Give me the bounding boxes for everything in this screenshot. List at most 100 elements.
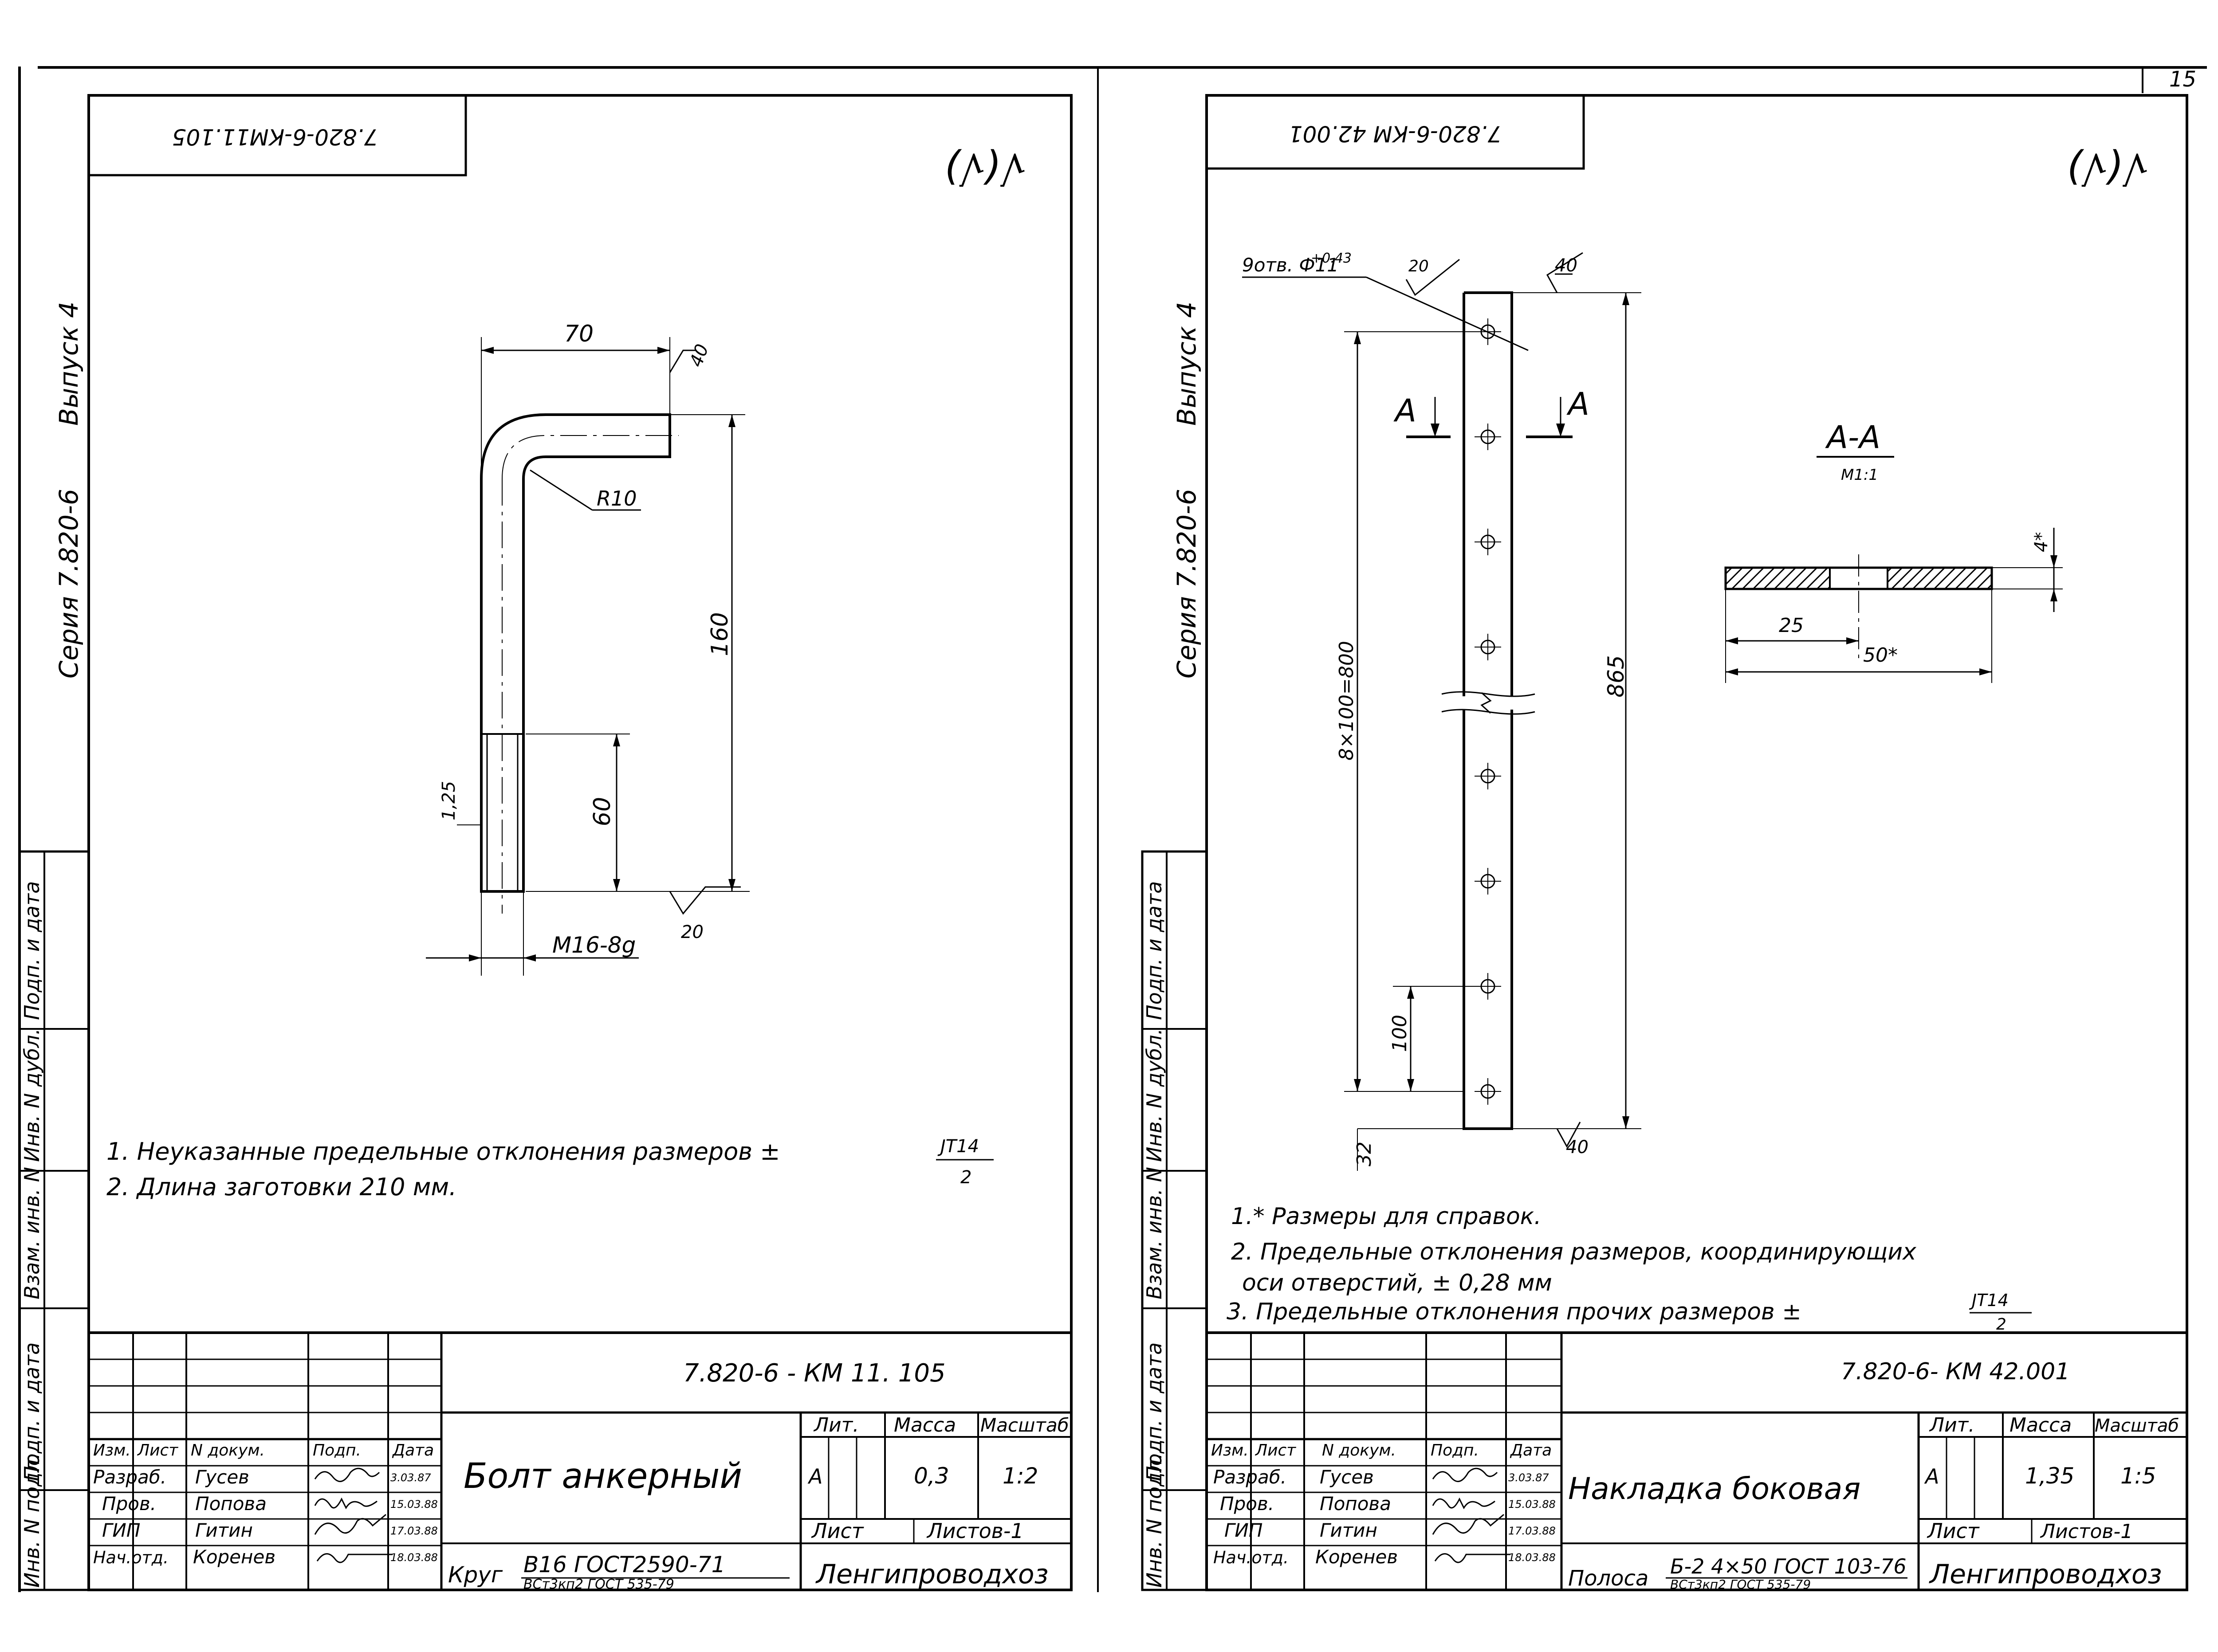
dim-865: 865 xyxy=(1603,655,1629,697)
right-code-stamp-box xyxy=(1205,94,1585,170)
left-tb-name-1: Гусев xyxy=(195,1466,249,1488)
right-margin-strip: Подп. и дата Инв. N дубл. Взам. инв. N П… xyxy=(1141,850,1208,1591)
left-tb-head-izm: Изм. xyxy=(93,1441,131,1460)
left-tb-date-4: 18.03.88 xyxy=(390,1551,438,1564)
right-margin-label-5: Инв. N подл. xyxy=(1142,1453,1166,1588)
left-margin-label-5: Инв. N подл. xyxy=(20,1453,44,1588)
right-tb-head-izm: Изм. xyxy=(1211,1441,1249,1460)
left-side-series: Серия 7.820-6 xyxy=(54,489,84,679)
right-tb-material-top: Б-2 4×50 ГОСТ 103-76 xyxy=(1670,1554,1907,1578)
right-tb-name-3: Гитин xyxy=(1320,1519,1377,1541)
right-side-series: Серия 7.820-6 xyxy=(1172,489,1202,679)
section-mark-right: А xyxy=(1566,386,1589,422)
right-title-block: Изм. Лист N докум. Подп. Дата Разраб. Гу… xyxy=(1205,1331,2188,1592)
left-tb-date-1: 3.03.87 xyxy=(390,1471,431,1484)
left-margin-strip: Подп. и дата Инв. N дубл. Взам. инв. N П… xyxy=(18,850,90,1591)
right-tb-material-prefix: Полоса xyxy=(1568,1566,1648,1591)
right-tb-role-4: Нач.отд. xyxy=(1213,1548,1289,1567)
right-tb-scale-header: Масштаб xyxy=(2095,1416,2179,1436)
right-tb-mass-header: Масса xyxy=(2010,1414,2072,1436)
right-tb-lit-value: А xyxy=(1924,1464,1939,1488)
right-signature-3 xyxy=(1432,1514,1504,1535)
left-tb-role-1: Разраб. xyxy=(93,1466,166,1488)
rough-40-top: 40 xyxy=(1555,255,1577,276)
left-tb-sheets: Листов-1 xyxy=(926,1519,1024,1543)
dim-8x100: 8×100=800 xyxy=(1335,641,1358,761)
dim-50: 50* xyxy=(1863,644,1898,667)
left-margin-label-3: Взам. инв. N xyxy=(20,1167,44,1299)
dim-32: 32 xyxy=(1353,1142,1376,1166)
left-tb-head-date: Дата xyxy=(392,1441,434,1460)
left-signature-4 xyxy=(316,1553,393,1563)
left-tb-head-doc: N докум. xyxy=(191,1441,265,1460)
right-tb-material-bottom: ВСт3кп2 ГОСТ 535-79 xyxy=(1670,1577,1811,1592)
right-tb-title: Накладка боковая xyxy=(1568,1471,1860,1507)
right-tb-head-list: Лист xyxy=(1255,1441,1296,1460)
right-note-3: 3. Предельные отклонения прочих размеров… xyxy=(1227,1299,1801,1325)
rough-20-right: 20 xyxy=(1408,257,1429,275)
right-tb-date-3: 17.03.88 xyxy=(1508,1525,1556,1537)
left-note-1-num: JT14 xyxy=(937,1136,979,1157)
left-tb-sheet: Лист xyxy=(811,1519,864,1543)
right-signature-1 xyxy=(1432,1468,1498,1482)
right-signature-4 xyxy=(1434,1553,1510,1563)
right-signature-2 xyxy=(1432,1497,1495,1510)
rough-20-left: 20 xyxy=(681,922,704,942)
left-tb-head-sign: Подп. xyxy=(313,1441,361,1460)
left-tb-title: Болт анкерный xyxy=(464,1456,742,1496)
rough-40-left: 40 xyxy=(686,341,713,370)
right-tb-head-sign: Подп. xyxy=(1431,1441,1479,1460)
right-tb-date-2: 15.03.88 xyxy=(1508,1498,1556,1511)
section-a-a: А-А М1:1 25 50* 4* xyxy=(1724,419,2063,683)
section-mark-left: А xyxy=(1393,392,1416,429)
right-tb-mass: 1,35 xyxy=(2025,1463,2074,1489)
right-note-3-num: JT14 xyxy=(1969,1291,2009,1310)
right-tb-org: Ленгипроводхоз xyxy=(1929,1559,2162,1590)
left-tb-code: 7.820-6 - КМ 11. 105 xyxy=(683,1359,946,1388)
right-tb-role-1: Разраб. xyxy=(1213,1466,1286,1488)
right-tb-date-4: 18.03.88 xyxy=(1508,1551,1556,1564)
left-tb-lit-value: А xyxy=(807,1464,822,1488)
dim-100: 100 xyxy=(1388,1015,1411,1052)
right-margin-label-2: Инв. N дубл. xyxy=(1142,1028,1166,1162)
right-tb-role-3: ГИП xyxy=(1224,1519,1262,1541)
left-title-block: Изм. Лист N докум. Подп. Дата Разраб. Гу… xyxy=(87,1331,1073,1592)
rough-40-bottom: 40 xyxy=(1566,1137,1589,1158)
left-tb-material-prefix: Круг xyxy=(448,1562,503,1588)
right-sheet: 7.820-6-КМ 42.001 √(√) Серия 7.820-6 Вып… xyxy=(1141,94,2188,1592)
left-margin-label-1: Подп. и дата xyxy=(20,881,44,1020)
right-margin-label-4: Подп. и дата xyxy=(1142,1342,1166,1481)
dim-70: 70 xyxy=(564,321,594,347)
left-signature-2 xyxy=(314,1497,378,1510)
left-notes: 1. Неуказанные предельные отклонения раз… xyxy=(106,1136,994,1201)
left-note-2: 2. Длина заготовки 210 мм. xyxy=(106,1173,456,1201)
right-tb-name-2: Попова xyxy=(1320,1493,1391,1515)
left-code-stamp-box xyxy=(87,94,467,177)
left-side-issue: Выпуск 4 xyxy=(54,302,84,426)
left-tb-name-2: Попова xyxy=(195,1493,267,1515)
left-note-1: 1. Неуказанные предельные отклонения раз… xyxy=(106,1138,780,1165)
section-scale: М1:1 xyxy=(1841,466,1878,484)
right-tb-name-4: Коренев xyxy=(1315,1546,1398,1568)
left-tb-name-4: Коренев xyxy=(193,1546,275,1568)
right-code-stamp: 7.820-6-КМ 42.001 xyxy=(1289,121,1502,147)
right-tb-scale: 1:5 xyxy=(2120,1463,2156,1489)
left-margin-label-2: Инв. N дубл. xyxy=(20,1028,44,1162)
dim-1-25: 1,25 xyxy=(439,781,459,820)
right-tb-code: 7.820-6- КМ 42.001 xyxy=(1841,1358,2070,1385)
left-tb-role-3: ГИП xyxy=(102,1519,140,1541)
left-tb-material-top: B16 ГОСТ2590-71 xyxy=(523,1552,725,1577)
left-tb-head-list: Лист xyxy=(137,1441,178,1460)
left-roughness: √(√) xyxy=(944,145,1026,191)
dim-4: 4* xyxy=(2031,532,2052,552)
anchor-bolt-drawing: 70 40 160 60 R10 1,25 xyxy=(426,321,750,976)
side-plate-drawing: 9отв. Ф11 +0.43 20 40 8×100=800 100 32 xyxy=(1242,251,1641,1171)
left-tb-material-bottom: ВСт3кп2 ГОСТ 535-79 xyxy=(523,1577,674,1592)
section-title: А-А xyxy=(1825,419,1880,455)
right-tb-sheets: Листов-1 xyxy=(2040,1520,2133,1543)
right-tb-date-1: 3.03.87 xyxy=(1508,1471,1549,1484)
right-margin-label-3: Взам. инв. N xyxy=(1142,1167,1166,1299)
dim-r10: R10 xyxy=(597,487,637,510)
right-tb-sheet: Лист xyxy=(1927,1519,1980,1543)
left-tb-mass-header: Масса xyxy=(894,1414,956,1436)
